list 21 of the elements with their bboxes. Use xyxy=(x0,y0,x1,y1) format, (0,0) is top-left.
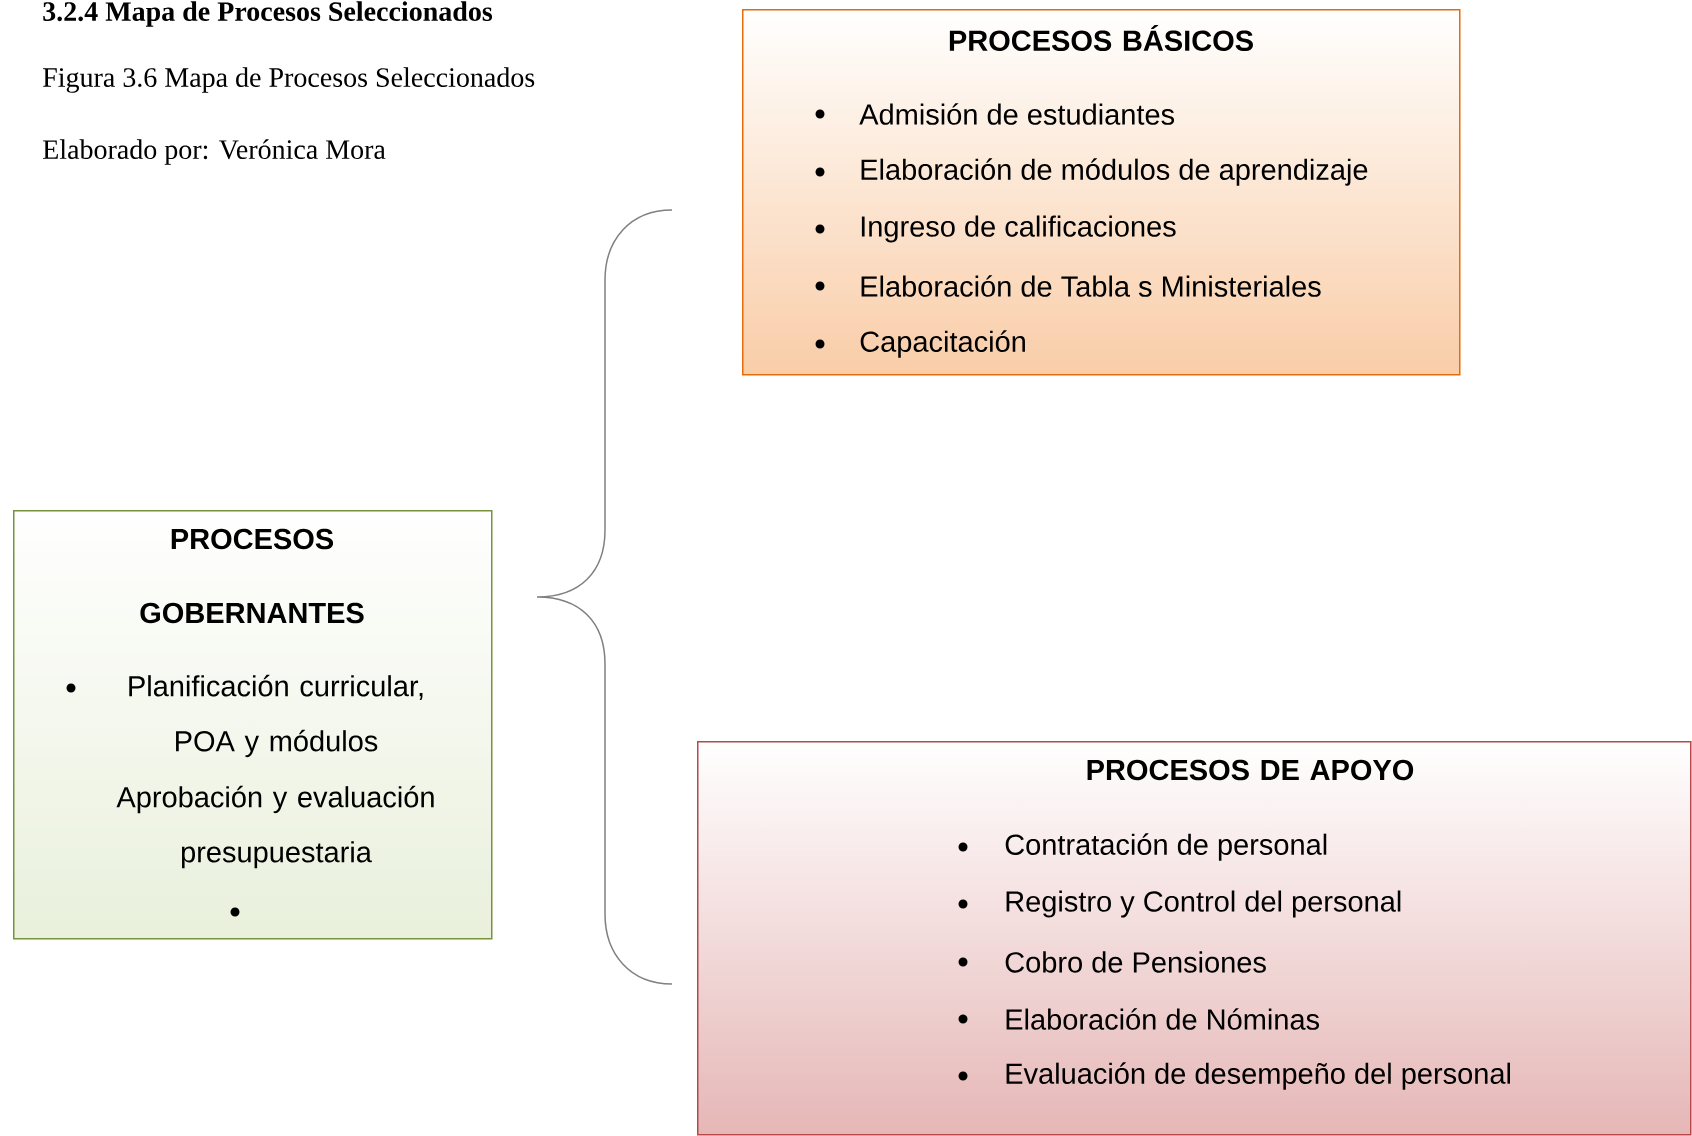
list-item: Elaboración de Tabla s Ministeriales xyxy=(861,275,1321,297)
box-heading: PROCESOS DE APOYO xyxy=(1087,759,1414,781)
process-box xyxy=(697,741,1692,1136)
list-item: Aprobación y evaluación presupuestaria xyxy=(116,785,434,869)
process-box xyxy=(742,9,1461,376)
list-item: Capacitación xyxy=(860,330,1025,358)
box-heading: PROCESOS GOBERNANTES xyxy=(140,528,364,624)
list-item: Contratación de personal xyxy=(1005,833,1327,861)
list-item: Elaboración de Nóminas xyxy=(1006,1008,1320,1030)
list-item: Elaboración de módulos de aprendizaje xyxy=(861,158,1368,186)
list-item: Ingreso de calificaciones xyxy=(861,215,1176,243)
figure-caption: Figura 3.6 Mapa de Procesos Seleccionados xyxy=(43,67,535,93)
list-item: Admisión de estudiantes xyxy=(859,103,1175,125)
list-item: Cobro de Pensiones xyxy=(1005,951,1266,973)
list-item: Evaluación de desempeño del personal xyxy=(1006,1062,1510,1090)
box-heading: PROCESOS BÁSICOS xyxy=(949,25,1253,51)
process-box xyxy=(13,510,493,940)
list-item: Planificación curricular, POA y módulos xyxy=(129,674,423,758)
list-item: Registro y Control del personal xyxy=(1006,890,1401,918)
section-heading: 3.2.4 Mapa de Procesos Seleccionados xyxy=(43,1,493,27)
author-note: Elaborado por: Verónica Mora xyxy=(43,139,386,165)
